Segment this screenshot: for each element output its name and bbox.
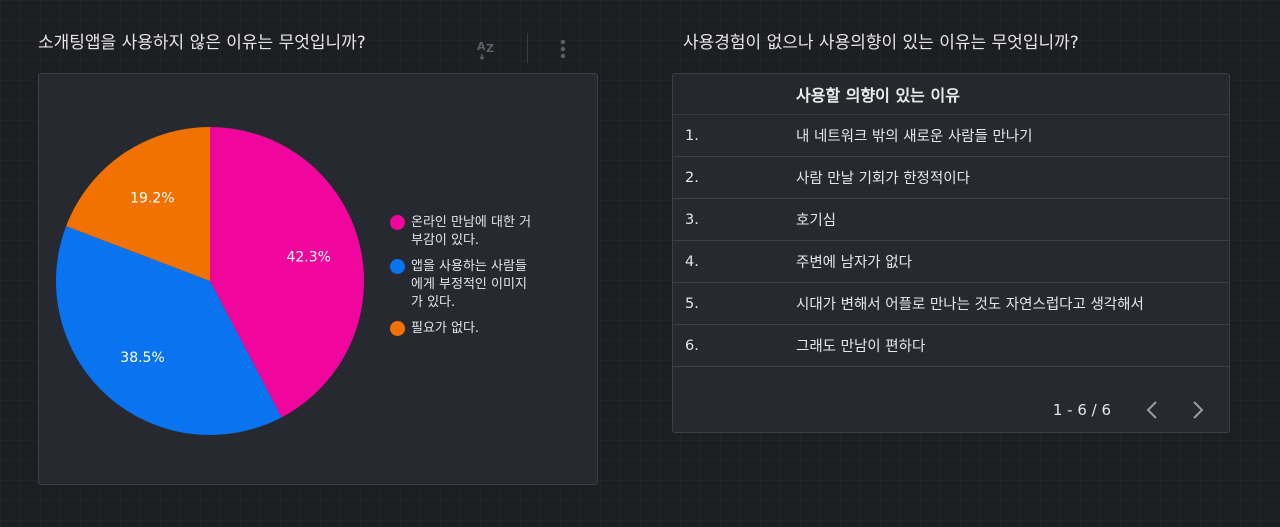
pie-slice[interactable] (66, 127, 210, 281)
table-header-label: 사용할 의향이 있는 이유 (796, 86, 960, 105)
row-number: 6. (685, 337, 699, 354)
chevron-left-icon[interactable] (1141, 398, 1165, 422)
legend-label: 필요가 없다. (411, 320, 479, 338)
pie-slice-label: 19.2% (130, 190, 174, 206)
legend-label-line: 필요가 없다. (411, 321, 480, 336)
pie-slice[interactable] (55, 226, 282, 435)
left-chart-title: 소개팅앱을 사용하지 않은 이유는 무엇입니까? (38, 33, 366, 53)
table-row: 5. 시대가 변해서 어플로 만나는 것도 자연스럽다고 생각해서 (673, 283, 1229, 325)
pie-slice-label: 42.3% (286, 250, 330, 266)
pie-slice-label: 38.5% (120, 350, 164, 366)
legend-label-line: 온라인 만남에 대한 거 (411, 215, 532, 230)
row-reason: 내 네트워크 밖의 새로운 사람들 만나기 (796, 129, 1033, 145)
legend-label-line: 에게 부정적인 이미지 (411, 277, 527, 292)
right-table-title: 사용경험이 없으나 사용의향이 있는 이유는 무엇입니까? (683, 33, 1079, 53)
toolbar-divider (527, 33, 528, 63)
legend-swatch (390, 259, 405, 274)
pie-slice[interactable] (210, 127, 364, 418)
row-number: 5. (685, 295, 699, 312)
more-vertical-icon[interactable] (558, 38, 568, 60)
pie-chart: 42.3% 38.5% 19.2% (55, 127, 364, 435)
reasons-table: 사용할 의향이 있는 이유 1. 내 네트워크 밖의 새로운 사람들 만나기 2. 사… (672, 73, 1230, 433)
pagination-range: 1 - 6 / 6 (1052, 401, 1111, 419)
row-reason: 사람 만날 기회가 한정적이다 (796, 171, 970, 187)
legend-item: 필요가 없다. (390, 320, 565, 338)
row-reason: 호기심 (796, 213, 837, 229)
row-number: 3. (685, 211, 699, 228)
chevron-right-icon[interactable] (1185, 398, 1209, 422)
row-number: 2. (685, 169, 699, 186)
legend-swatch (390, 215, 405, 230)
pagination: 1 - 6 / 6 (1053, 394, 1229, 426)
svg-text:A: A (477, 40, 486, 53)
row-number: 4. (685, 253, 699, 270)
row-number: 1. (685, 127, 699, 144)
table-row: 2. 사람 만날 기회가 한정적이다 (673, 157, 1229, 199)
row-reason: 시대가 변해서 어플로 만나는 것도 자연스럽다고 생각해서 (796, 297, 1144, 313)
legend-label-line: 부감이 있다. (411, 233, 480, 248)
table-row: 1. 내 네트워크 밖의 새로운 사람들 만나기 (673, 115, 1229, 157)
legend-label-line: 앱을 사용하는 사람들 (411, 259, 527, 274)
sort-az-icon[interactable]: A Z (476, 38, 498, 60)
svg-text:Z: Z (486, 42, 494, 55)
row-reason: 그래도 만남이 편하다 (796, 339, 926, 355)
table-header: 사용할 의향이 있는 이유 (673, 74, 1229, 115)
legend-label-line: 가 있다. (411, 295, 456, 310)
table-row: 3. 호기심 (673, 199, 1229, 241)
row-reason: 주변에 남자가 없다 (796, 255, 912, 271)
legend-swatch (390, 321, 405, 336)
table-body: 1. 내 네트워크 밖의 새로운 사람들 만나기 2. 사람 만날 기회가 한정적이다… (673, 115, 1229, 367)
table-row: 4. 주변에 남자가 없다 (673, 241, 1229, 283)
table-row: 6. 그래도 만남이 편하다 (673, 325, 1229, 367)
